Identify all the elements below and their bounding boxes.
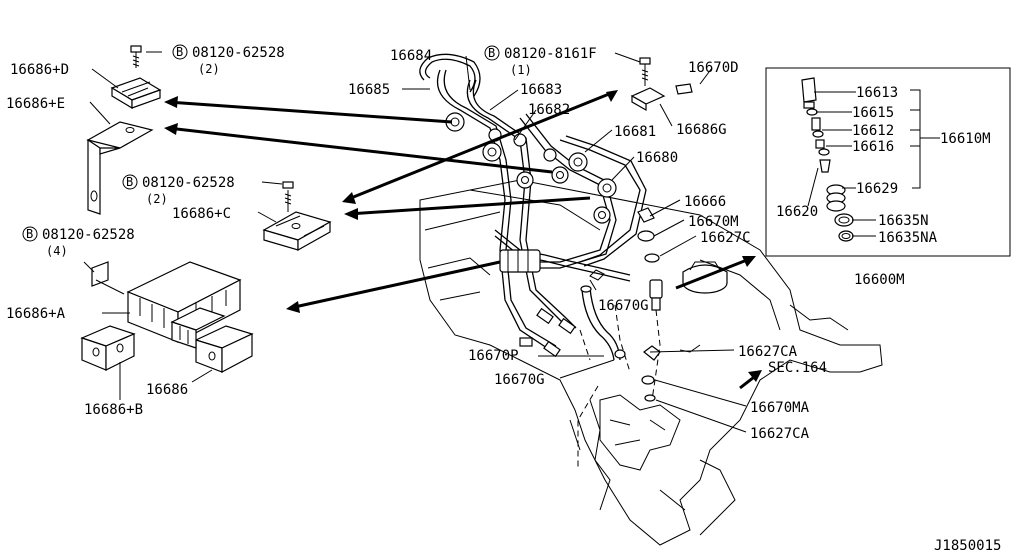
label-16686-d: 16686+D — [10, 62, 69, 78]
label-16635na: 16635NA — [878, 230, 938, 246]
label-16635n: 16635N — [878, 213, 929, 229]
clamp-16686 — [170, 307, 254, 373]
label-16683: 16683 — [520, 82, 562, 98]
label-16627ca-lower: 16627CA — [750, 426, 810, 442]
injection-tube-assembly — [419, 53, 647, 358]
reference-arrows — [164, 90, 762, 390]
label-16670d: 16670D — [688, 60, 739, 76]
label-16686-b: 16686+B — [84, 402, 143, 418]
clip-16686-g — [630, 57, 693, 112]
label-16610m: 16610M — [940, 131, 991, 147]
bracket-16686-e — [86, 121, 154, 215]
leader-lines — [83, 51, 747, 433]
label-bolt2-code: 08120-8161F — [504, 46, 597, 62]
filler-cap — [682, 261, 728, 294]
label-16686-a: 16686+A — [6, 306, 66, 322]
label-16627c: 16627C — [700, 230, 751, 246]
bolt-symbol-3: B — [126, 175, 133, 189]
clamp-16686-b — [80, 325, 136, 371]
bracket-16686-d — [110, 45, 162, 110]
label-bolt1-qty: (2) — [198, 62, 220, 76]
engine-block — [419, 179, 883, 546]
nozzle-assembly — [577, 207, 701, 470]
label-bolt4-code: 08120-62528 — [42, 227, 135, 243]
label-bolt4-qty: (4) — [46, 244, 68, 258]
label-16670m: 16670M — [688, 214, 739, 230]
label-bolt3-code: 08120-62528 — [142, 175, 235, 191]
label-16684: 16684 — [390, 48, 432, 64]
label-16616: 16616 — [852, 139, 894, 155]
label-16670g-upper: 16670G — [598, 298, 649, 314]
label-16670ma: 16670MA — [750, 400, 810, 416]
label-16686: 16686 — [146, 382, 188, 398]
label-16629: 16629 — [856, 181, 898, 197]
label-bolt3-qty: (2) — [146, 192, 168, 206]
bolt-symbols — [22, 44, 500, 242]
bolt-symbol-1: B — [176, 45, 183, 59]
drawing-id: J1850015 — [934, 538, 1001, 554]
label-16686g: 16686G — [676, 122, 727, 138]
label-sec-164: SEC.164 — [768, 360, 827, 376]
label-16680: 16680 — [636, 150, 678, 166]
label-16612: 16612 — [852, 123, 894, 139]
label-16600m: 16600M — [854, 272, 905, 288]
label-16627ca-upper: 16627CA — [738, 344, 798, 360]
inset-labels: 16613 16615 16612 16610M 16616 16629 166… — [776, 85, 991, 288]
label-16615: 16615 — [852, 105, 894, 121]
label-bolt2-qty: (1) — [510, 63, 532, 77]
bolt-symbol-2: B — [488, 46, 495, 60]
callout-labels: 16686+D 16686+E B 08120-62528 (2) 16684 … — [6, 45, 827, 442]
bracket-16686-c — [262, 181, 332, 252]
label-16685: 16685 — [348, 82, 390, 98]
label-16681: 16681 — [614, 124, 656, 140]
label-16620: 16620 — [776, 204, 818, 220]
bolt-symbol-4: B — [26, 227, 33, 241]
label-16686-c: 16686+C — [172, 206, 231, 222]
label-16682: 16682 — [528, 102, 570, 118]
label-bolt1-code: 08120-62528 — [192, 45, 285, 61]
nozzle-inset — [765, 67, 1011, 257]
label-16670g-lower: 16670G — [494, 372, 545, 388]
label-16686-e: 16686+E — [6, 96, 65, 112]
label-16613: 16613 — [856, 85, 898, 101]
label-16670p: 16670P — [468, 348, 519, 364]
label-16666: 16666 — [684, 194, 726, 210]
